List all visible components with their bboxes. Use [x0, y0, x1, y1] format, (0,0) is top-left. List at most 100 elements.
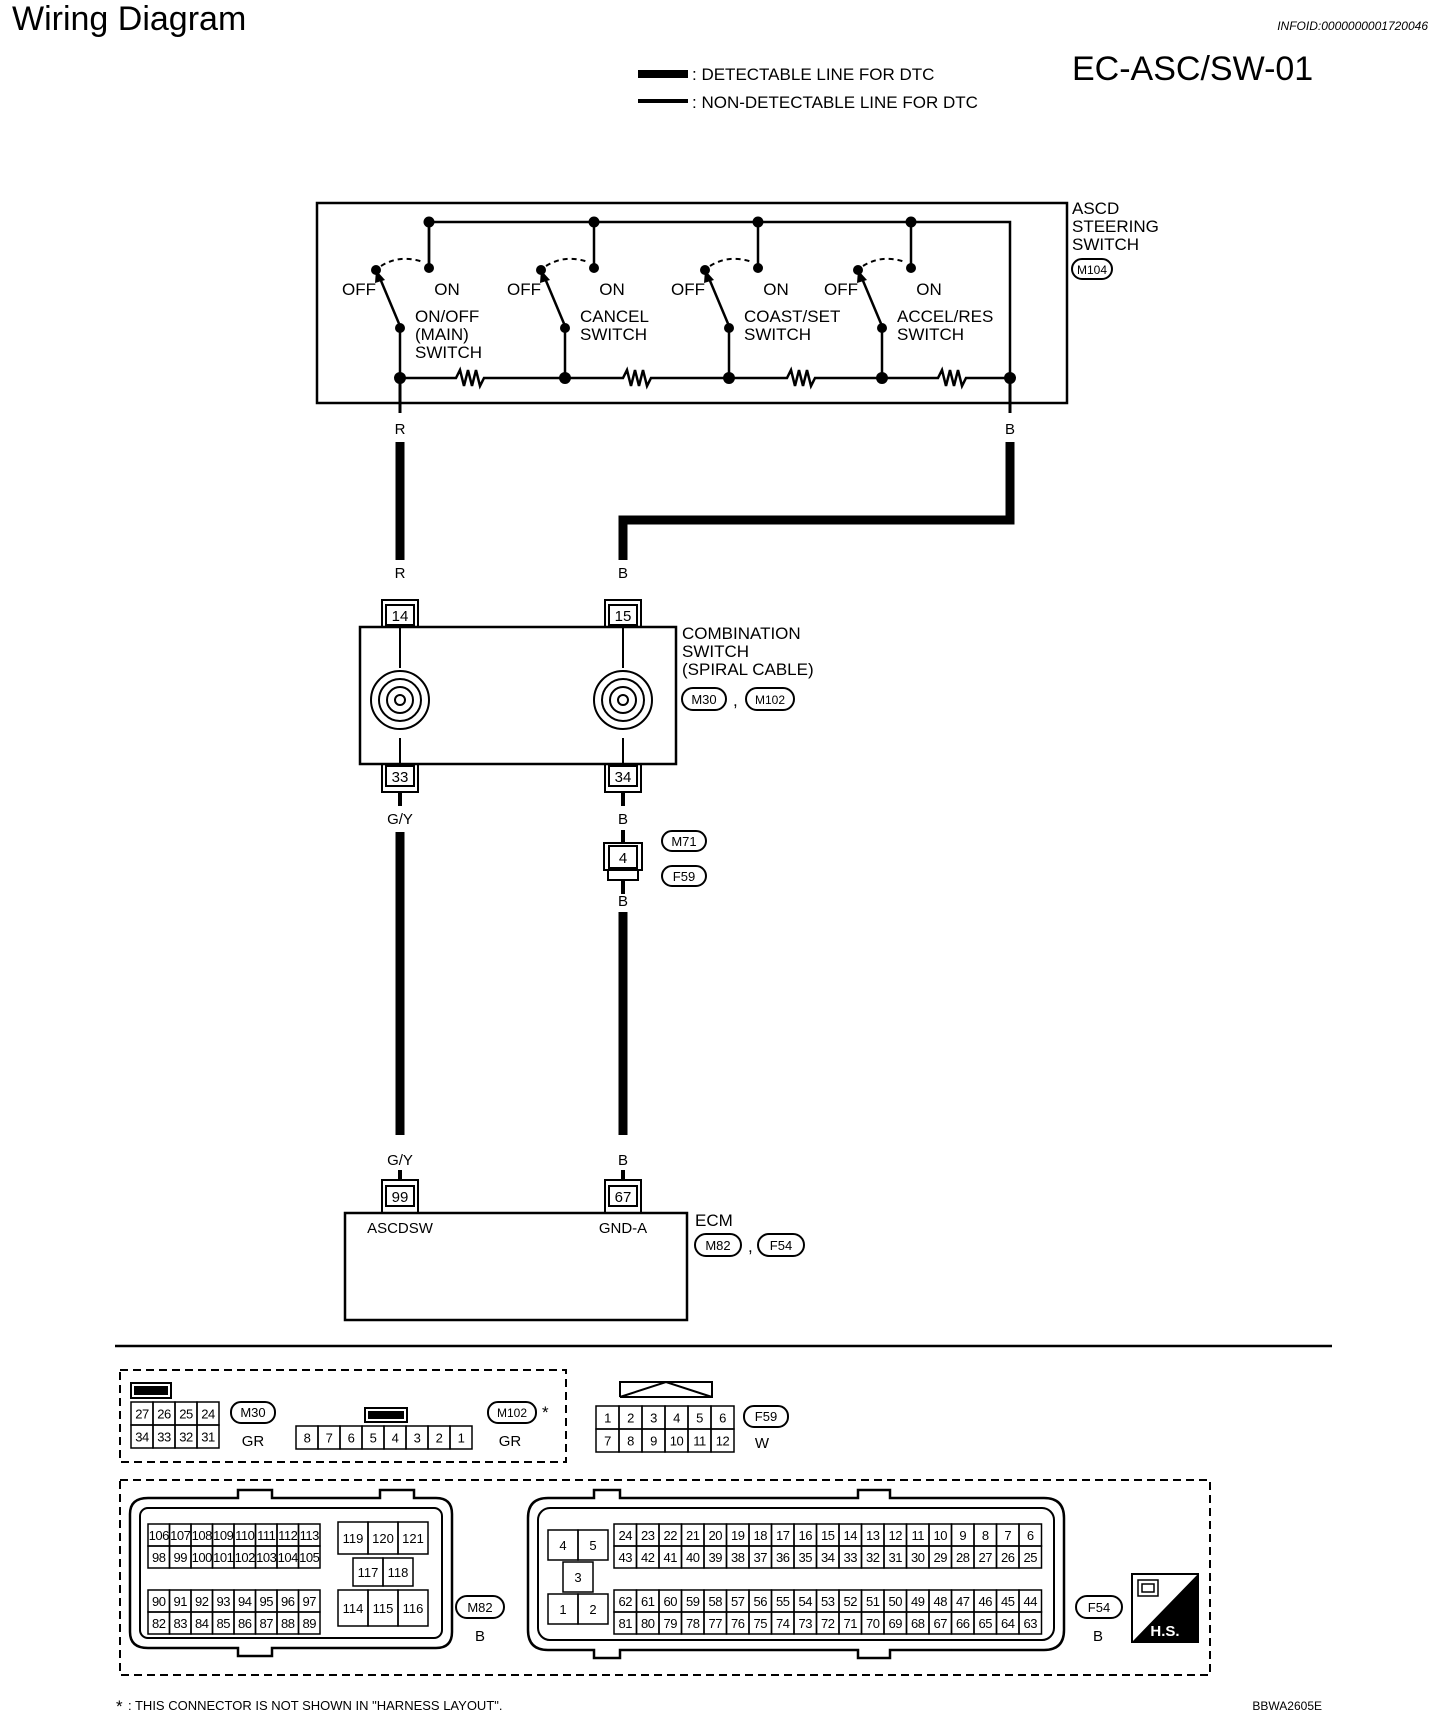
connector-tag-m82: [694, 1233, 742, 1257]
f54-pin-25-box: [1018, 1545, 1043, 1569]
m82-pin-121: 121: [402, 1531, 424, 1546]
f54-pin-73: 73: [799, 1616, 813, 1631]
f54-pin-49: 49: [911, 1594, 925, 1609]
f54-housing: [526, 1488, 1066, 1660]
m102-pin-1-box: [449, 1425, 473, 1450]
connector-tag-f54: [757, 1233, 805, 1257]
connector-view-color-m102: GR: [499, 1433, 522, 1450]
spiral-cable-right-icon: [593, 627, 653, 764]
switch-3-blade-arrow: [704, 270, 714, 283]
f54-pin-81: 81: [619, 1616, 633, 1631]
switch-4-blade: [859, 275, 884, 327]
f54-pin-68: 68: [911, 1616, 925, 1631]
switch-2-bus-node: [588, 216, 600, 228]
connector-label-m82: M82: [705, 1238, 730, 1253]
f54-pin-27: 27: [979, 1550, 993, 1565]
connector-view-color-m30: GR: [242, 1433, 265, 1450]
f54-pin-32: 32: [866, 1550, 880, 1565]
switch-4-bus-node: [905, 216, 917, 228]
f54-pin-71: 71: [844, 1616, 858, 1631]
ecm-signal-ascdsw: ASCDSW: [367, 1220, 434, 1237]
f54-pin-46: 46: [979, 1594, 993, 1609]
m82-pin-109: 109: [213, 1528, 233, 1543]
switch-4-name-1: ACCEL/RES: [897, 307, 993, 326]
legend-non-detectable: : NON-DETECTABLE LINE FOR DTC: [692, 93, 978, 112]
connector-separator: ,: [733, 691, 738, 710]
f54-pin-29: 29: [934, 1550, 948, 1565]
f54-pin-37: 37: [754, 1550, 768, 1565]
ecm-pin-99: 99: [392, 1189, 409, 1206]
connector-view-id-m82: M82: [467, 1600, 492, 1615]
f54-pin-26: 26: [1001, 1550, 1015, 1565]
f54-pin-59: 59: [686, 1594, 700, 1609]
connector-view-tag-f59: [743, 1405, 789, 1428]
connector-label-f54: F54: [770, 1238, 792, 1253]
f54-pin-9: 9: [959, 1528, 966, 1543]
wire-label-b-bottom: B: [618, 1152, 628, 1169]
switch-4-blade-arrow: [857, 270, 867, 283]
m30-pin-27: 27: [135, 1407, 149, 1422]
f54-pin-65: 65: [979, 1616, 993, 1631]
switch-1-name-2: (MAIN): [415, 325, 469, 344]
f54-pin-67: 67: [934, 1616, 948, 1631]
f54-pin-13: 13: [866, 1528, 880, 1543]
combination-switch: COMBINATION SWITCH (SPIRAL CABLE) M30 , …: [358, 599, 814, 806]
f54-pin-8: 8: [982, 1528, 989, 1543]
m82-pin-119: 119: [343, 1531, 364, 1546]
wire-label-gy-bottom: G/Y: [387, 1152, 413, 1169]
m82-pin-84: 84: [195, 1616, 209, 1631]
switch-1-linkage: [380, 257, 424, 267]
m82-pin-95: 95: [260, 1594, 274, 1609]
m82-pin-82: 82: [152, 1616, 166, 1631]
f59-pin-5: 5: [696, 1411, 703, 1426]
m82-pin-85: 85: [217, 1616, 231, 1631]
pin-box-14: [385, 604, 415, 626]
non-detectable-line-swatch: [638, 99, 688, 103]
switch-2-on-label: ON: [599, 280, 625, 299]
f59-pin-6: 6: [719, 1411, 726, 1426]
f59-pin-12-box: [710, 1428, 735, 1453]
m82-pin-105-box: [297, 1545, 321, 1569]
m102-lock-tab: [364, 1407, 408, 1423]
wire-label-b-top: B: [1005, 421, 1015, 438]
m102-pin-6: 6: [348, 1431, 355, 1446]
f54-pin-69: 69: [889, 1616, 903, 1631]
connector-tag-m104: [1071, 258, 1113, 280]
m102-lock-fill: [368, 1411, 404, 1419]
pin-box-67: [608, 1185, 638, 1207]
m102-pin-3: 3: [414, 1431, 421, 1446]
m102-pin-5: 5: [370, 1431, 377, 1446]
switch-2-blade: [542, 275, 567, 327]
connector-group-m30-m102: [119, 1369, 567, 1463]
m82-pin-89-box: [297, 1611, 321, 1635]
switch-1-bus-node: [423, 216, 435, 228]
f54-pin-62: 62: [619, 1594, 633, 1609]
f54-pin-18: 18: [754, 1528, 768, 1543]
page-title: Wiring Diagram: [12, 0, 246, 38]
switch-3-on-contact: [753, 263, 763, 273]
f59-pin-4: 4: [673, 1411, 680, 1426]
switch-4-ladder-node: [876, 372, 888, 384]
f54-pin-22: 22: [664, 1528, 678, 1543]
wires: R R B B G/Y G/Y B B B: [387, 378, 1015, 1169]
connector-view-tag-m102: [487, 1401, 537, 1424]
pin-15: 15: [615, 608, 632, 625]
connector-label-f59: F59: [673, 869, 695, 884]
f59-pin-12: 12: [716, 1434, 730, 1449]
m82-pin-88: 88: [281, 1616, 295, 1631]
f54-pin-52: 52: [844, 1594, 858, 1609]
f54-pin-40: 40: [686, 1550, 700, 1565]
wire-b-thick: [618, 442, 1015, 560]
joint-pin: 4: [619, 850, 627, 867]
m82-pin-115: 115: [373, 1601, 394, 1616]
switch-2-linkage: [545, 257, 589, 267]
m30-pin-31: 31: [201, 1430, 215, 1445]
f54-pin-4: 4: [559, 1538, 566, 1553]
m82-pin-103: 103: [256, 1550, 276, 1565]
pin-frame-15: [604, 599, 642, 627]
m30-pin-32: 32: [179, 1430, 193, 1445]
